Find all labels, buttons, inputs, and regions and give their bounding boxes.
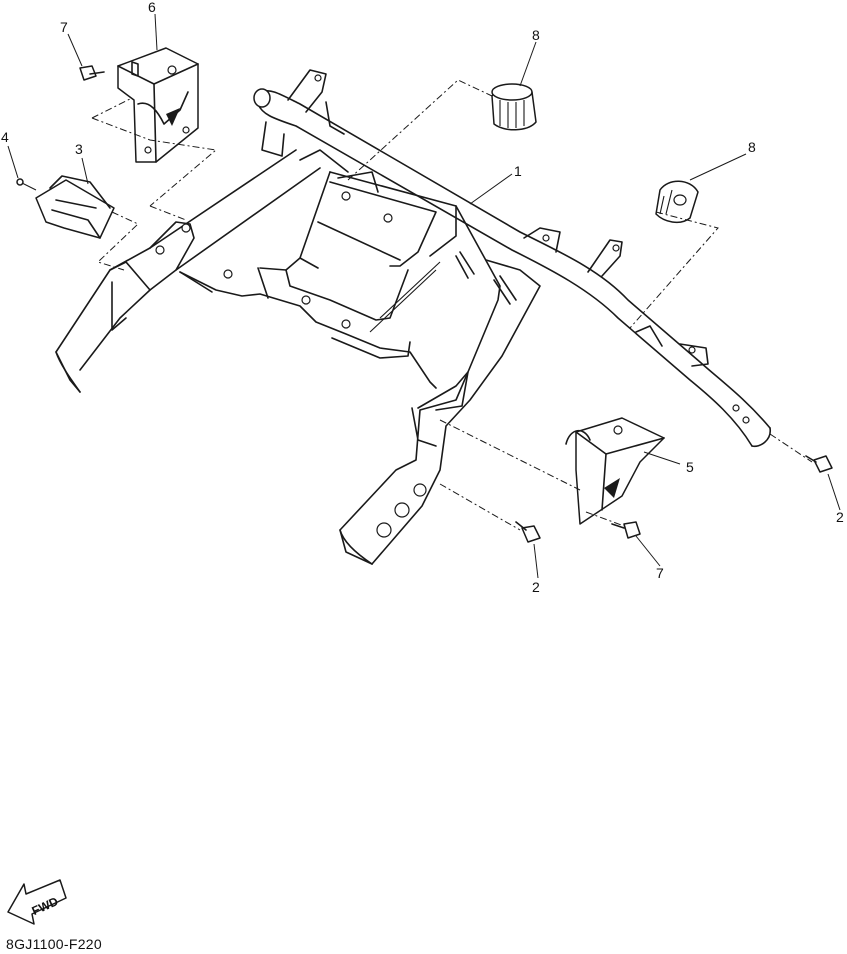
pin-part-4 [16,178,37,191]
bolt-part-2-rear [805,455,833,473]
alignment-lines [91,79,813,531]
grommet-part-8-lower [655,180,699,224]
leader-lines [7,13,841,579]
callout-8b: 8 [748,139,756,155]
callout-7a: 7 [60,19,68,35]
drawing-code: 8GJ1100-F220 [6,936,102,952]
bolt-part-2-lower [515,521,541,543]
callout-5: 5 [686,459,694,475]
callout-2a: 2 [532,579,540,595]
bracket-part-5 [565,417,665,525]
fwd-arrow: FWD [7,879,67,925]
bracket-part-6 [117,47,199,163]
callout-7b: 7 [656,565,664,581]
callout-4: 4 [1,129,9,145]
callout-3: 3 [75,141,83,157]
frame-assembly [55,69,771,565]
callout-8a: 8 [532,27,540,43]
callout-6: 6 [148,0,156,15]
bolt-part-7-lower [611,521,641,539]
grommet-part-8-upper [491,83,537,131]
callout-2b: 2 [836,509,844,525]
clip-part-3 [35,175,115,239]
bolt-part-7-upper [79,65,105,81]
callouts: 1 2 2 3 4 5 6 7 7 8 8 [1,0,844,595]
callout-1: 1 [514,163,522,179]
